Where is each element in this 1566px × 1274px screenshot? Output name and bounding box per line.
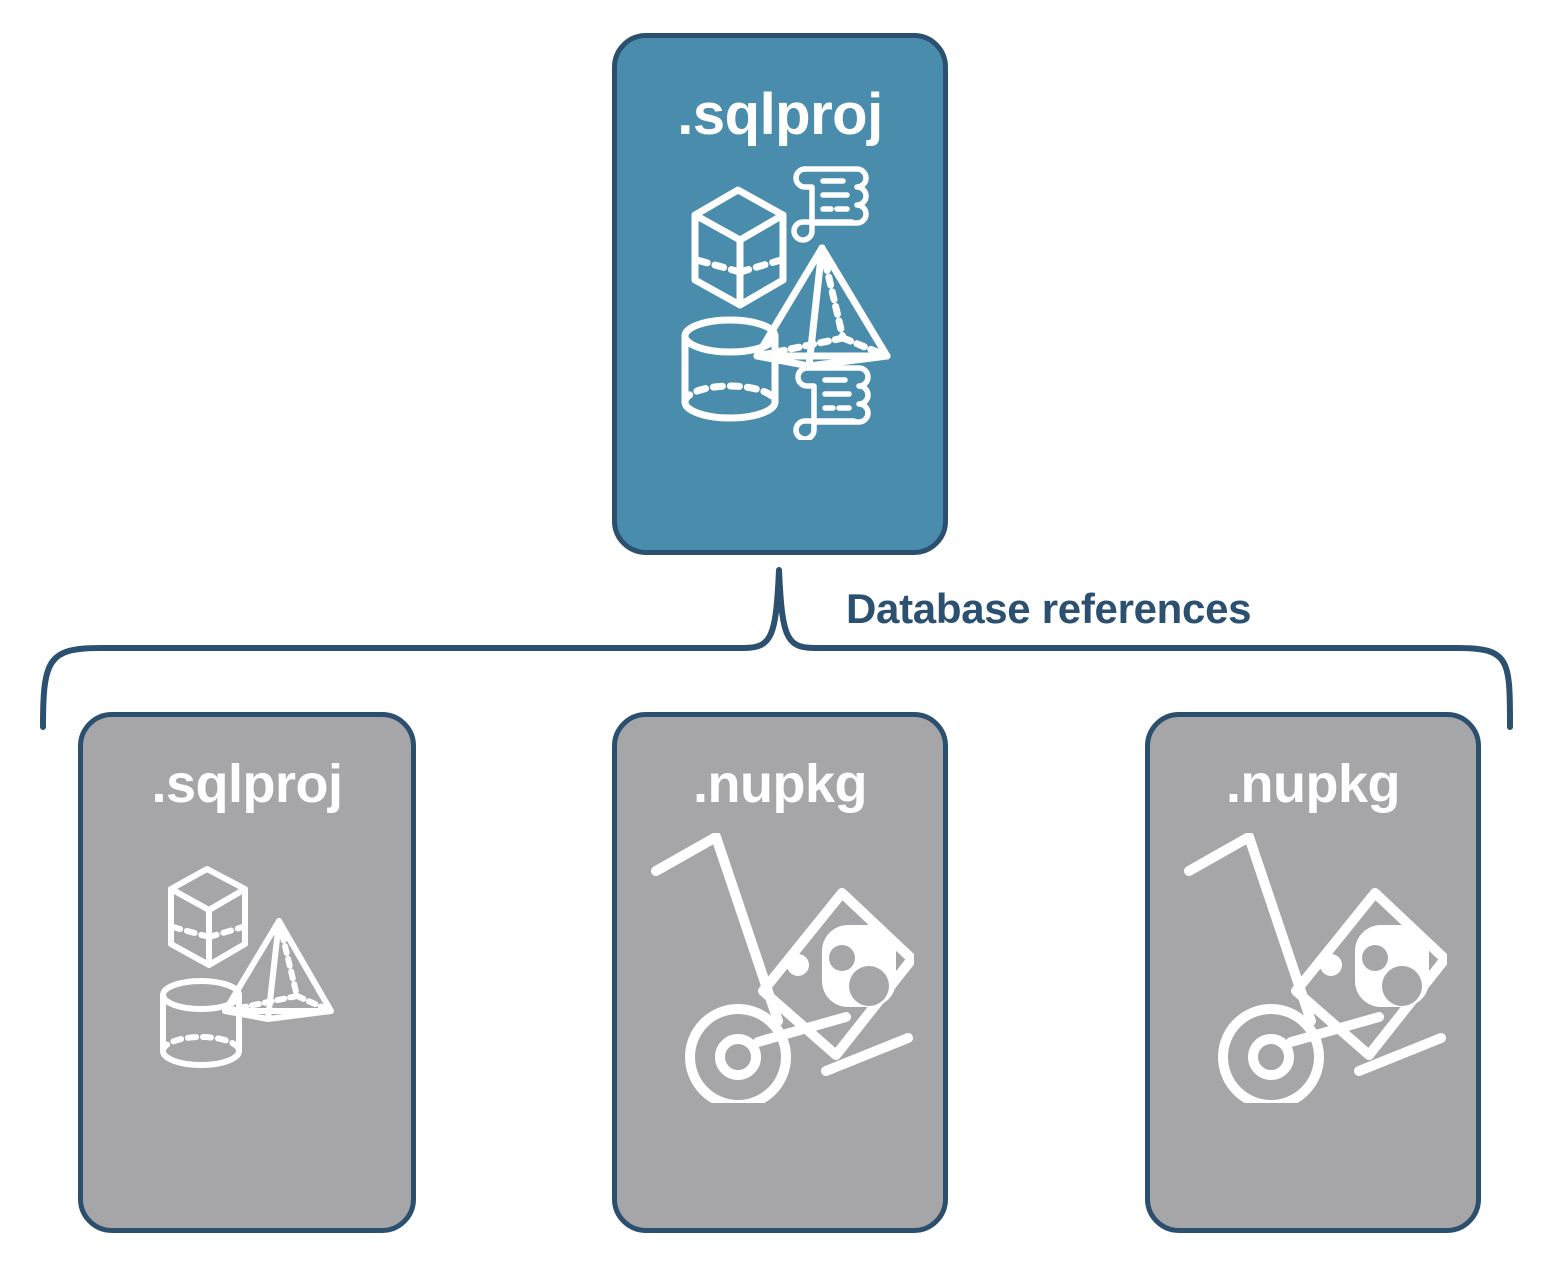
dolly-wheel — [685, 1004, 791, 1103]
bottom-sqlproj-artwork — [83, 811, 411, 1228]
database-references-label: Database references — [846, 585, 1252, 632]
nuget-logo-cutouts — [829, 945, 889, 1006]
package-carton — [758, 888, 914, 1060]
top-sqlproj-artwork — [617, 144, 943, 550]
nuget-logo-cutouts — [1362, 945, 1422, 1006]
dolly-handle — [651, 833, 721, 876]
cube-wireframe-icon — [691, 186, 787, 309]
dolly-wheel-hub — [1248, 1034, 1294, 1080]
script-scroll-icon — [791, 166, 869, 243]
script-scroll-icon — [793, 365, 871, 440]
top-sqlproj-node[interactable]: .sqlproj — [612, 33, 948, 555]
dolly-toe-plate — [1354, 1033, 1446, 1076]
cube-wireframe-icon — [168, 866, 248, 968]
first-nupkg-label: .nupkg — [693, 754, 867, 814]
second-nupkg-node[interactable]: .nupkg — [1145, 712, 1481, 1233]
dolly-wheel — [1218, 1004, 1324, 1103]
bottom-sqlproj-label: .sqlproj — [151, 754, 343, 814]
pyramid-wireframe-icon — [222, 918, 334, 1022]
cylinder-wireframe-icon — [160, 978, 242, 1068]
package-carton — [1291, 888, 1447, 1060]
sqlproj-shapes-and-scripts-group — [681, 166, 891, 440]
first-nupkg-node[interactable]: .nupkg — [612, 712, 948, 1233]
second-nupkg-label: .nupkg — [1226, 754, 1400, 814]
top-sqlproj-label: .sqlproj — [677, 82, 883, 147]
bracket-path — [40, 567, 1513, 730]
dolly-toe-plate — [821, 1033, 913, 1076]
sqlproj-shapes-group — [160, 866, 334, 1068]
hand-truck-package-icon — [1184, 833, 1447, 1103]
second-nupkg-artwork — [1150, 811, 1476, 1228]
dolly-handle — [1184, 833, 1254, 876]
hand-truck-package-icon — [651, 833, 914, 1103]
bottom-sqlproj-node[interactable]: .sqlproj — [78, 712, 416, 1233]
dolly-wheel-hub — [715, 1034, 761, 1080]
cylinder-wireframe-icon — [681, 316, 779, 422]
pyramid-wireframe-icon — [753, 244, 891, 370]
first-nupkg-artwork — [617, 811, 943, 1228]
